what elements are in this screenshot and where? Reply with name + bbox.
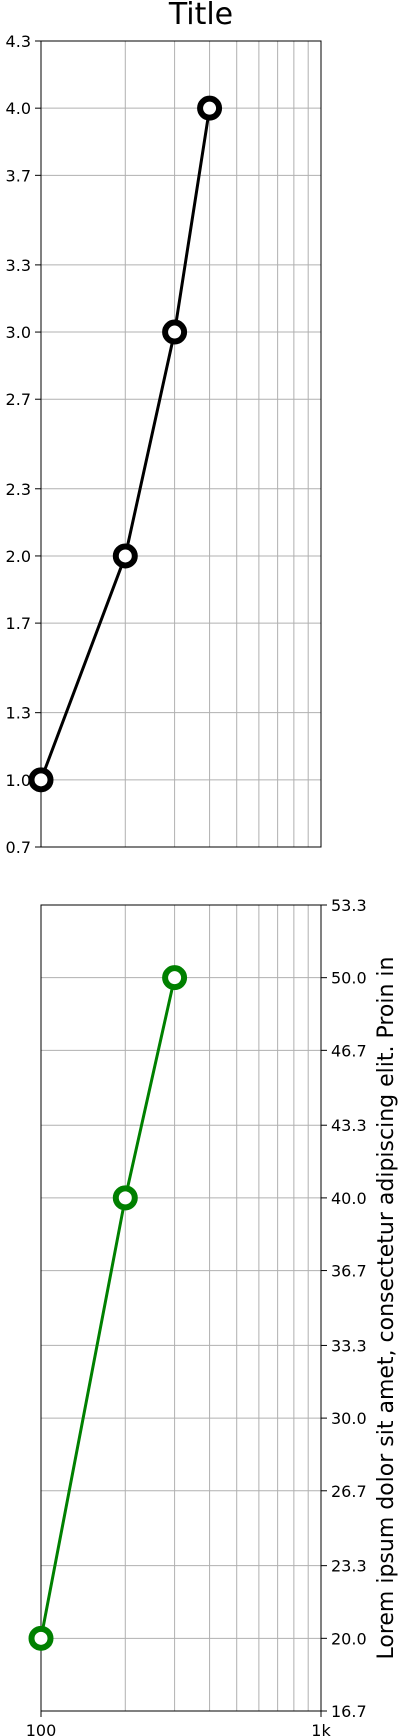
data-point bbox=[197, 95, 223, 121]
series-line bbox=[39, 107, 212, 781]
y-tick-label: 1.3 bbox=[6, 704, 31, 723]
data-point bbox=[112, 543, 138, 569]
y-tick-label: 43.3 bbox=[331, 1116, 367, 1135]
y-axis-label: Lorem ipsum dolor sit amet, consectetur … bbox=[374, 957, 399, 1660]
y-tick-label: 53.3 bbox=[331, 896, 367, 915]
y-tick-label: 2.3 bbox=[6, 480, 31, 499]
x-tick-label: 1k bbox=[311, 1721, 331, 1736]
data-point bbox=[28, 1625, 54, 1651]
data-point bbox=[28, 767, 54, 793]
y-tick-label: 3.0 bbox=[6, 323, 31, 342]
y-tick-label: 3.3 bbox=[6, 256, 31, 275]
y-tick-label: 4.0 bbox=[6, 99, 31, 118]
chart-title: Title bbox=[168, 0, 233, 32]
data-point bbox=[112, 1185, 138, 1211]
y-tick-label: 3.7 bbox=[6, 166, 31, 185]
top-line-plot: 0.7 1.0 1.3 1.7 2.0 2.3 2.7 3.0 3.3 3.7 4.0 4.3 bbox=[6, 32, 322, 857]
bottom-line-plot: 16.7 20.0 23.3 26.7 30.0 33.3 36.7 40.0 43.3 46.7… bbox=[26, 896, 399, 1736]
y-tick-label: 50.0 bbox=[331, 969, 367, 988]
y-tick-label: 2.7 bbox=[6, 390, 31, 409]
y-tick-label: 23.3 bbox=[331, 1557, 367, 1576]
y-tick-label: 20.0 bbox=[331, 1629, 367, 1648]
series-line bbox=[39, 977, 177, 1639]
y-tick-label: 30.0 bbox=[331, 1409, 367, 1428]
y-tick-label: 36.7 bbox=[331, 1262, 367, 1281]
y-tick-label: 1.7 bbox=[6, 614, 31, 633]
data-point bbox=[162, 319, 188, 345]
y-tick-label: 46.7 bbox=[331, 1041, 367, 1060]
axes-frame bbox=[40, 40, 322, 848]
y-tick-label: 26.7 bbox=[331, 1482, 367, 1501]
x-tick-label: 100 bbox=[26, 1721, 57, 1736]
axes-frame bbox=[40, 904, 322, 1712]
y-tick-label: 1.0 bbox=[6, 771, 31, 790]
y-tick-label: 16.7 bbox=[331, 1702, 367, 1721]
y-tick-label: 33.3 bbox=[331, 1336, 367, 1355]
y-tick-label: 2.0 bbox=[6, 547, 31, 566]
data-point bbox=[162, 965, 188, 991]
y-tick-label: 40.0 bbox=[331, 1189, 367, 1208]
y-tick-label: 0.7 bbox=[6, 838, 31, 857]
y-tick-label: 4.3 bbox=[6, 32, 31, 51]
